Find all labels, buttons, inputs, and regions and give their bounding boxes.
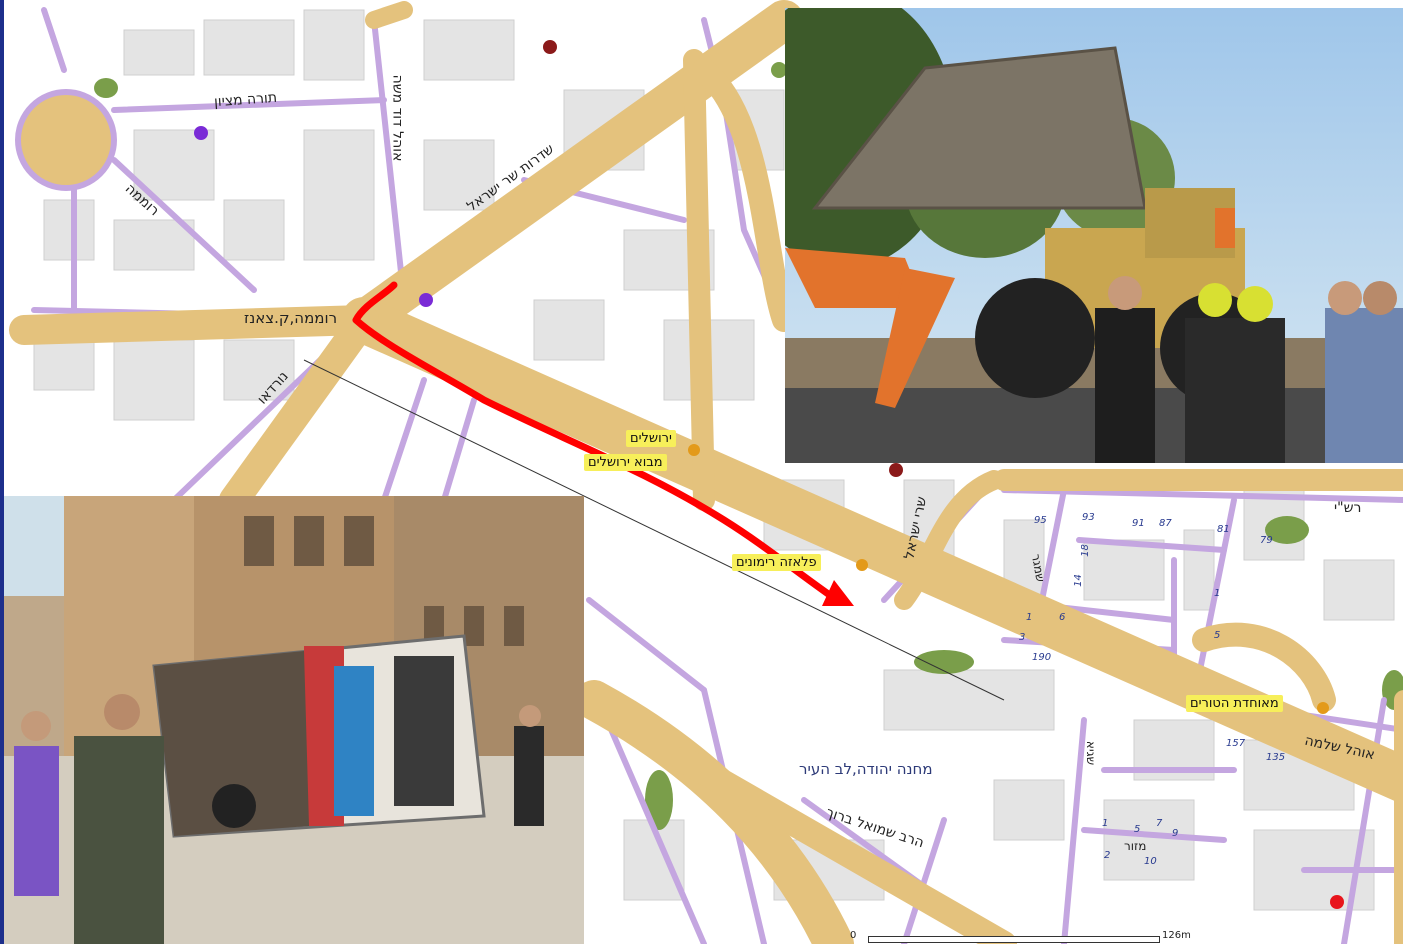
house-number: 1 bbox=[1026, 612, 1033, 623]
house-number: 14 bbox=[1072, 574, 1084, 587]
house-number: 93 bbox=[1082, 512, 1095, 523]
house-number: 190 bbox=[1032, 652, 1052, 663]
rail-line bbox=[303, 359, 1005, 701]
house-number: 9 bbox=[1172, 828, 1179, 839]
house-number: 81 bbox=[1217, 524, 1230, 535]
house-number: 95 bbox=[1034, 515, 1047, 526]
house-number: 18 bbox=[1079, 544, 1091, 557]
street-label-ohel-david: אוהל דוד משה bbox=[389, 74, 406, 162]
street-label-rashi: רש"י bbox=[1334, 500, 1362, 516]
house-number: 91 bbox=[1132, 518, 1145, 529]
house-number: 79 bbox=[1260, 535, 1273, 546]
district-label: מחנה יהודה,לב העיר bbox=[799, 760, 933, 778]
house-number: 1 bbox=[1214, 588, 1221, 599]
place-label-mevo-jerusalem: מבוא ירושלים bbox=[584, 454, 667, 471]
house-number: 6 bbox=[1059, 612, 1066, 623]
house-number: 5 bbox=[1134, 824, 1141, 835]
roundabout bbox=[15, 89, 117, 191]
scale-max-label: 126m bbox=[1162, 930, 1191, 941]
house-number: 7 bbox=[1156, 818, 1163, 829]
house-number: 10 bbox=[1144, 856, 1157, 867]
route-path bbox=[352, 281, 854, 606]
street-label-mazor: מזור bbox=[1124, 839, 1147, 853]
house-number: 87 bbox=[1159, 518, 1172, 529]
house-number: 5 bbox=[1214, 630, 1221, 641]
place-label-plaza: פלאזה רימונים bbox=[732, 554, 821, 571]
overturned-bus-photo bbox=[4, 496, 584, 944]
street-label-sagi: שגיא bbox=[1084, 740, 1099, 766]
map-scale-bar: 0 126m bbox=[844, 930, 1204, 944]
house-number: 1 bbox=[1102, 818, 1109, 829]
poi-markers bbox=[194, 40, 1344, 909]
house-number: 2 bbox=[1104, 850, 1111, 861]
house-number: 157 bbox=[1226, 738, 1246, 749]
scale-zero-label: 0 bbox=[850, 930, 857, 941]
street-label-romema-kiryat-zanz: רוממה,ק.צאנז bbox=[244, 309, 338, 327]
house-number: 3 bbox=[1019, 632, 1026, 643]
place-label-tourim: מאוחדת הטורים bbox=[1186, 695, 1283, 712]
place-label-jerusalem: ירושלים bbox=[626, 430, 676, 447]
route-arrow-head bbox=[822, 580, 854, 606]
scale-line bbox=[868, 936, 1160, 943]
house-number: 135 bbox=[1266, 752, 1286, 763]
bulldozer-photo bbox=[785, 8, 1403, 463]
